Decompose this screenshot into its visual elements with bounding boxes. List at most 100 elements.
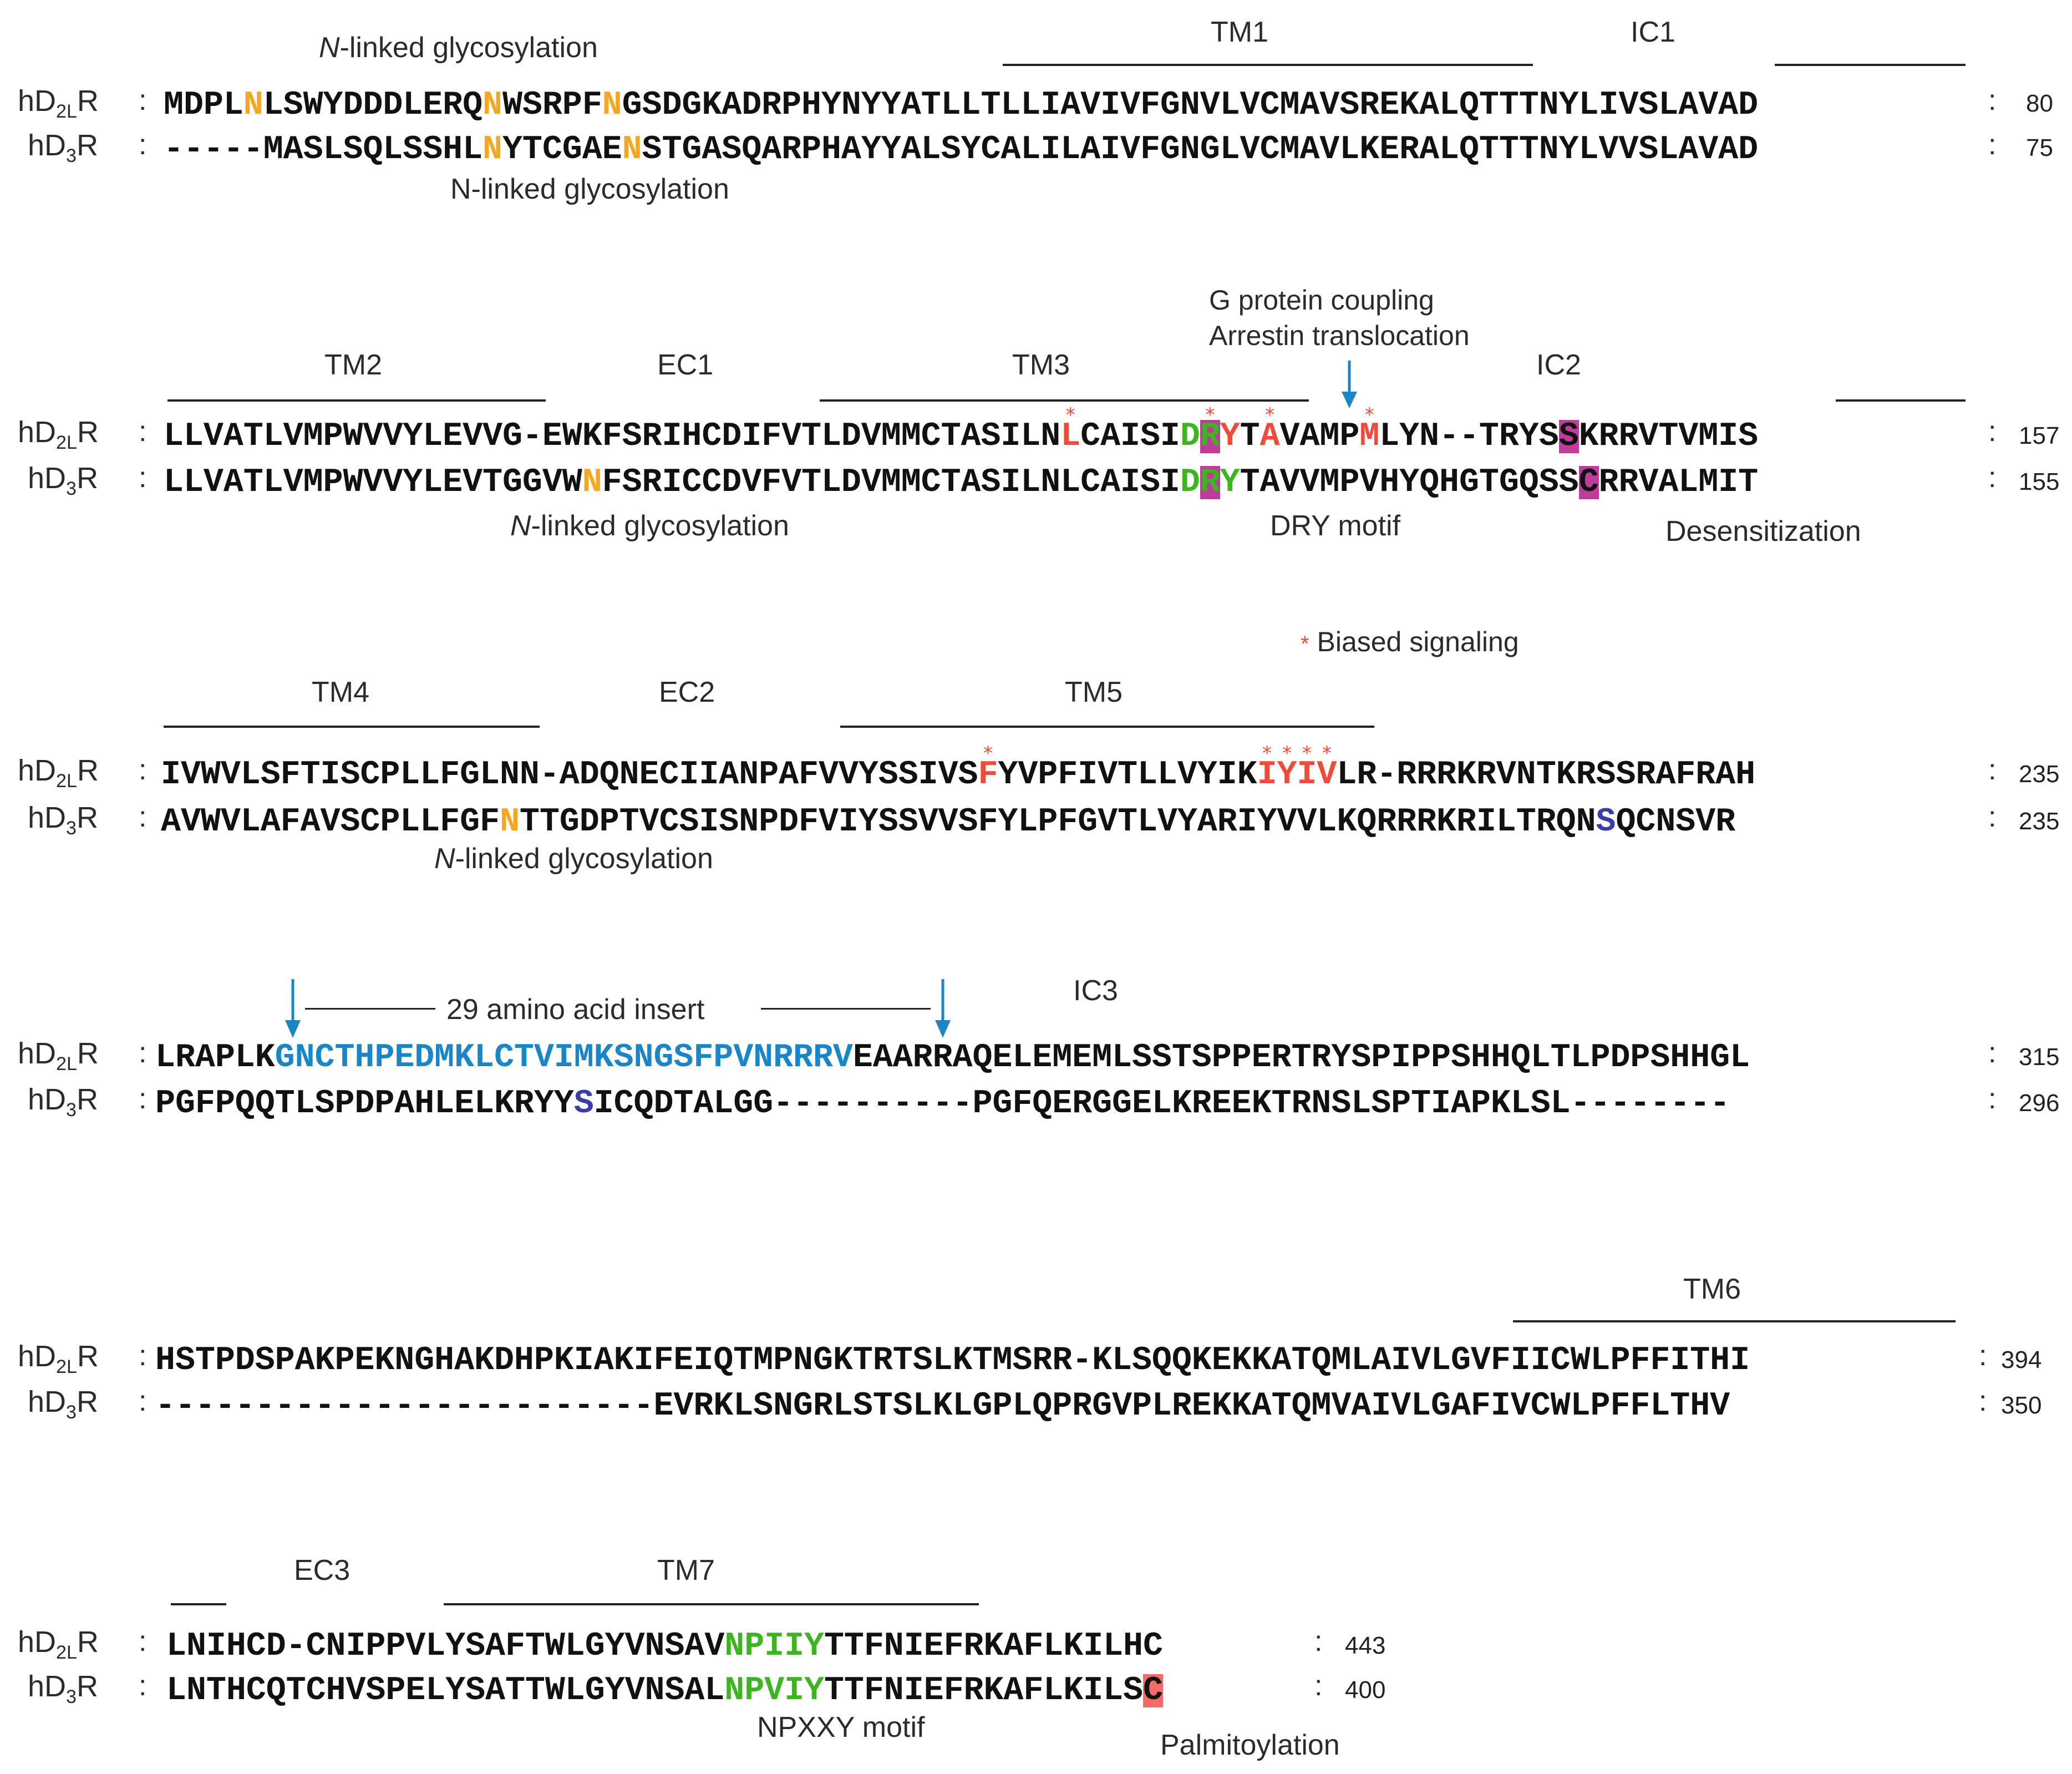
residue: I — [1078, 756, 1098, 794]
row-sep: : — [139, 1037, 147, 1069]
residue: F — [761, 418, 782, 455]
residue: S — [622, 418, 642, 455]
residue: S — [642, 87, 662, 124]
residue: H — [326, 1672, 346, 1710]
row-end-sep: : — [1314, 1670, 1323, 1702]
residue: R — [1072, 1387, 1093, 1425]
residue: C — [494, 1039, 514, 1077]
residue: F — [864, 1628, 884, 1665]
residue: D — [183, 87, 204, 124]
residue: H — [434, 1342, 455, 1380]
residue: A — [1260, 464, 1280, 501]
residue: S — [613, 1039, 634, 1077]
residue: T — [1411, 1085, 1431, 1123]
residue: - — [374, 1387, 395, 1425]
dry-motif-label: DRY motif — [1270, 510, 1401, 542]
residue: T — [1516, 803, 1536, 841]
residue: G — [1459, 464, 1479, 501]
residue-number: 443 — [1345, 1632, 1386, 1659]
residue: S — [1538, 418, 1559, 455]
residue: - — [294, 1387, 315, 1425]
row-name-d3: hD3R — [28, 1083, 98, 1121]
residue: R — [514, 1085, 534, 1123]
residue: T — [275, 1085, 295, 1123]
residue: L — [155, 1039, 176, 1077]
residue: M — [434, 1039, 455, 1077]
residue: N — [633, 1039, 654, 1077]
residue: L — [912, 1387, 933, 1425]
residue: N — [1311, 1085, 1332, 1123]
residue: R — [1032, 1342, 1053, 1380]
glycosylation-label-bottom: N-linked glycosylation — [450, 173, 729, 205]
residue: Q — [463, 87, 483, 124]
residue: I — [1718, 464, 1739, 501]
residue-number: 75 — [2026, 134, 2053, 161]
biased-asterisk-icon: * — [1282, 742, 1292, 764]
residue: S — [1123, 1672, 1144, 1710]
residue: A — [684, 1628, 705, 1665]
residue: H — [1670, 1039, 1690, 1077]
residue: Q — [235, 1085, 255, 1123]
residue: D — [722, 418, 742, 455]
row-name-d3: hD3R — [28, 1385, 98, 1423]
sequence-d3: PGFPQQTLSPDPAHLELKRYYSICQDTALGG---------… — [155, 1087, 1730, 1121]
residue: E — [1379, 131, 1400, 169]
residue: S — [1131, 1342, 1152, 1380]
residue: V — [1698, 87, 1719, 124]
residue: V — [861, 464, 881, 501]
residue: K — [713, 1387, 734, 1425]
residue: C — [306, 1628, 326, 1665]
residue: V — [1319, 87, 1340, 124]
residue: L — [425, 1672, 446, 1710]
residue: Y — [1220, 418, 1240, 455]
residue: L — [1043, 1672, 1064, 1710]
tm4-label: TM4 — [312, 676, 369, 708]
row-end-sep: : — [1988, 462, 1997, 494]
residue: A — [195, 1039, 215, 1077]
residue: L — [832, 1387, 853, 1425]
residue: A — [1271, 1342, 1292, 1380]
residue: L — [1001, 87, 1021, 124]
residue: L — [474, 1039, 495, 1077]
residue: A — [1419, 131, 1440, 169]
residue: F — [1610, 1387, 1631, 1425]
residue: S — [175, 1342, 195, 1380]
residue: L — [294, 1085, 315, 1123]
residue: V — [463, 464, 483, 501]
residue: S — [260, 756, 281, 794]
row-sep: : — [139, 84, 147, 116]
residue: - — [175, 1387, 195, 1425]
biased-asterisk-icon: * — [1322, 742, 1332, 764]
residue: S — [1450, 1039, 1471, 1077]
residue: L — [1103, 1672, 1124, 1710]
residue: R — [1217, 803, 1237, 841]
residue: Y — [605, 1628, 625, 1665]
tm2-line — [167, 399, 546, 402]
residue: P — [713, 1039, 734, 1077]
residue: T — [525, 1672, 545, 1710]
residue: K — [454, 1039, 475, 1077]
ec1-label: EC1 — [657, 349, 714, 381]
residue: P — [365, 1628, 386, 1665]
residue: Y — [323, 87, 343, 124]
g-protein-label: G protein coupling — [1209, 285, 1434, 316]
residue: P — [275, 1342, 295, 1380]
residue: R — [963, 1628, 984, 1665]
residue: R — [1271, 1039, 1292, 1077]
residue: H — [155, 1342, 176, 1380]
residue: V — [1177, 756, 1197, 794]
residue: L — [164, 464, 184, 501]
residue: P — [380, 803, 400, 841]
residue: M — [164, 87, 184, 124]
residue: C — [1578, 464, 1599, 501]
residue: H — [1710, 1342, 1730, 1380]
residue: V — [624, 1628, 645, 1665]
row-end-sep: : — [1979, 1340, 1987, 1372]
residue: V — [1638, 418, 1659, 455]
tm6-label: TM6 — [1683, 1273, 1741, 1305]
residue: T — [1291, 1342, 1312, 1380]
residue: A — [559, 756, 580, 794]
residue: H — [354, 1039, 375, 1077]
residue: S — [622, 464, 642, 501]
residue: P — [1391, 1085, 1411, 1123]
